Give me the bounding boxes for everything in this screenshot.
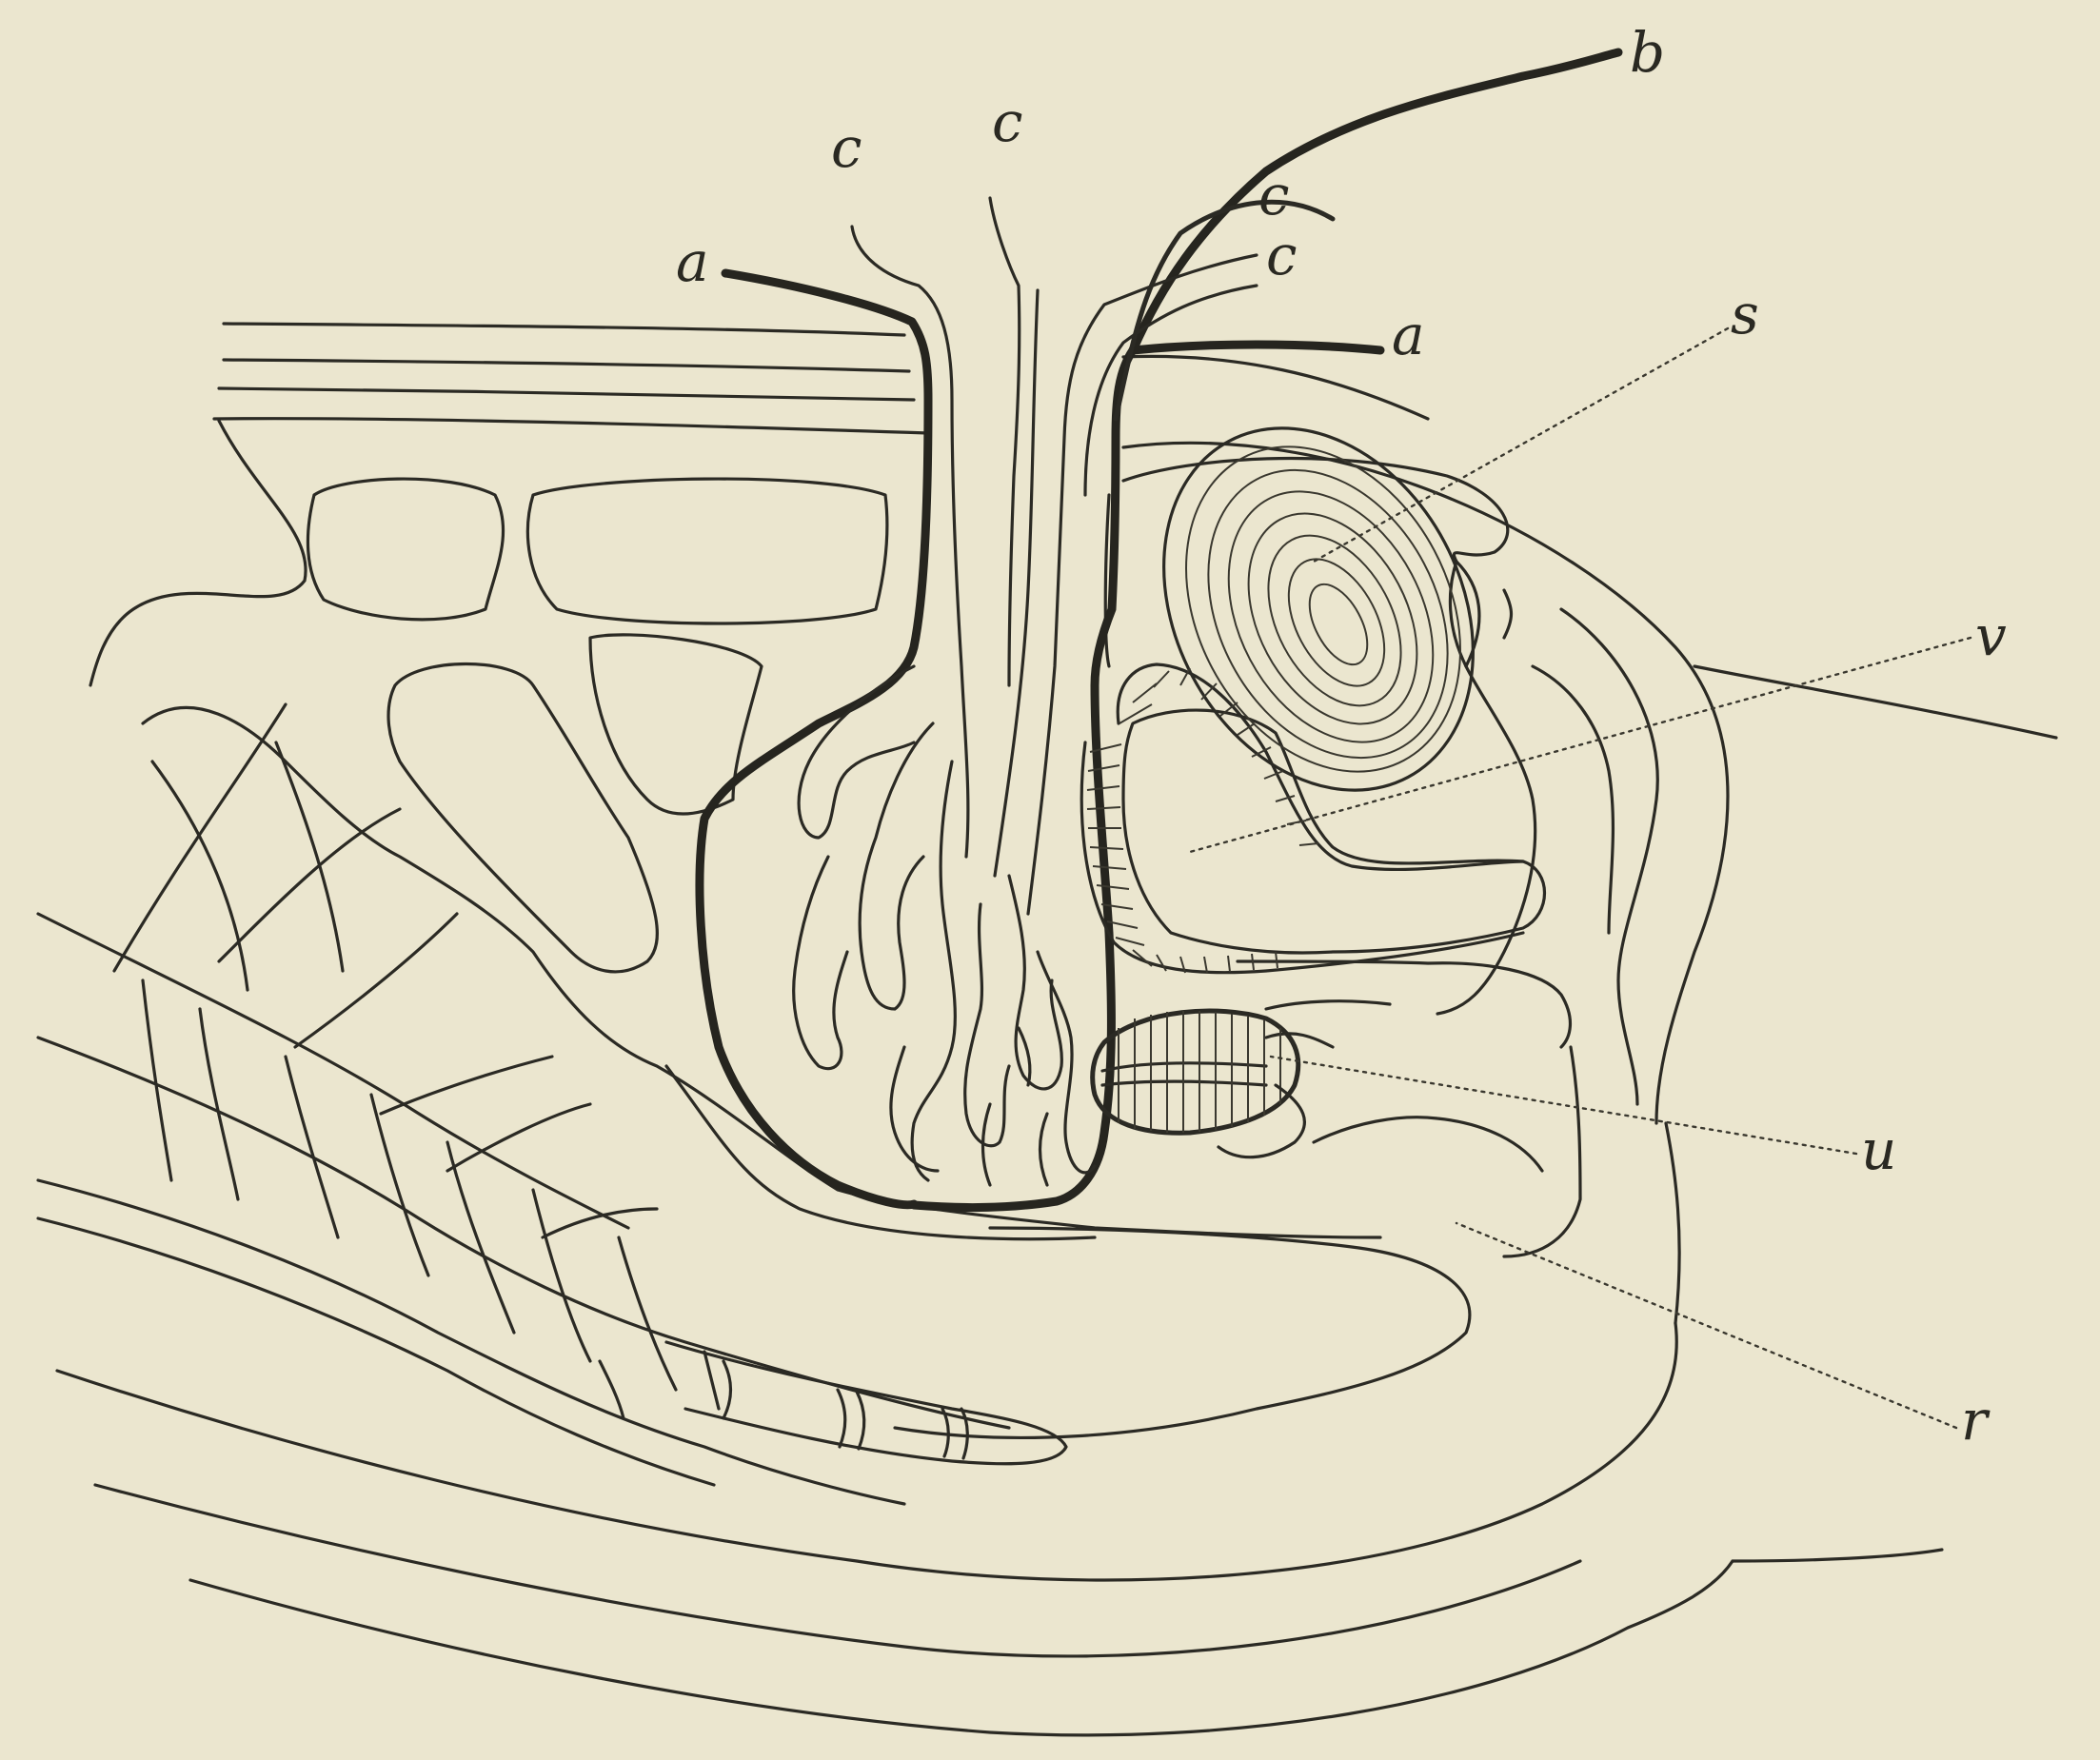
label-a-right: a [1392, 303, 1425, 367]
oval-hatching [1119, 1011, 1280, 1133]
leader-lines [1190, 328, 1971, 1428]
hatched-oval [1093, 1011, 1305, 1157]
leader-u [1271, 1057, 1856, 1154]
label-u: u [1861, 1117, 1896, 1182]
label-v: v [1975, 603, 2007, 668]
branched-gland [700, 52, 1618, 1208]
label-c-4: c [1266, 223, 1297, 287]
label-r: r [1961, 1388, 1991, 1453]
hatched-tube [1081, 664, 1523, 973]
label-c-2: c [992, 89, 1022, 154]
cellular-tissue [90, 421, 1380, 1239]
body-wall-layers [214, 324, 1428, 433]
coccyx [666, 1342, 1066, 1464]
inner-outlines [1105, 458, 1580, 1256]
label-c-1: c [831, 115, 862, 180]
label-a-left: a [676, 229, 709, 294]
lower-curves [57, 1123, 1942, 1735]
label-c-3: c [1258, 163, 1289, 227]
leader-s [1314, 328, 1728, 562]
label-s: s [1731, 282, 1759, 346]
ligaments [114, 704, 657, 1237]
leader-v [1190, 638, 1971, 852]
label-b: b [1630, 20, 1665, 85]
tube-hatching [1087, 668, 1318, 973]
